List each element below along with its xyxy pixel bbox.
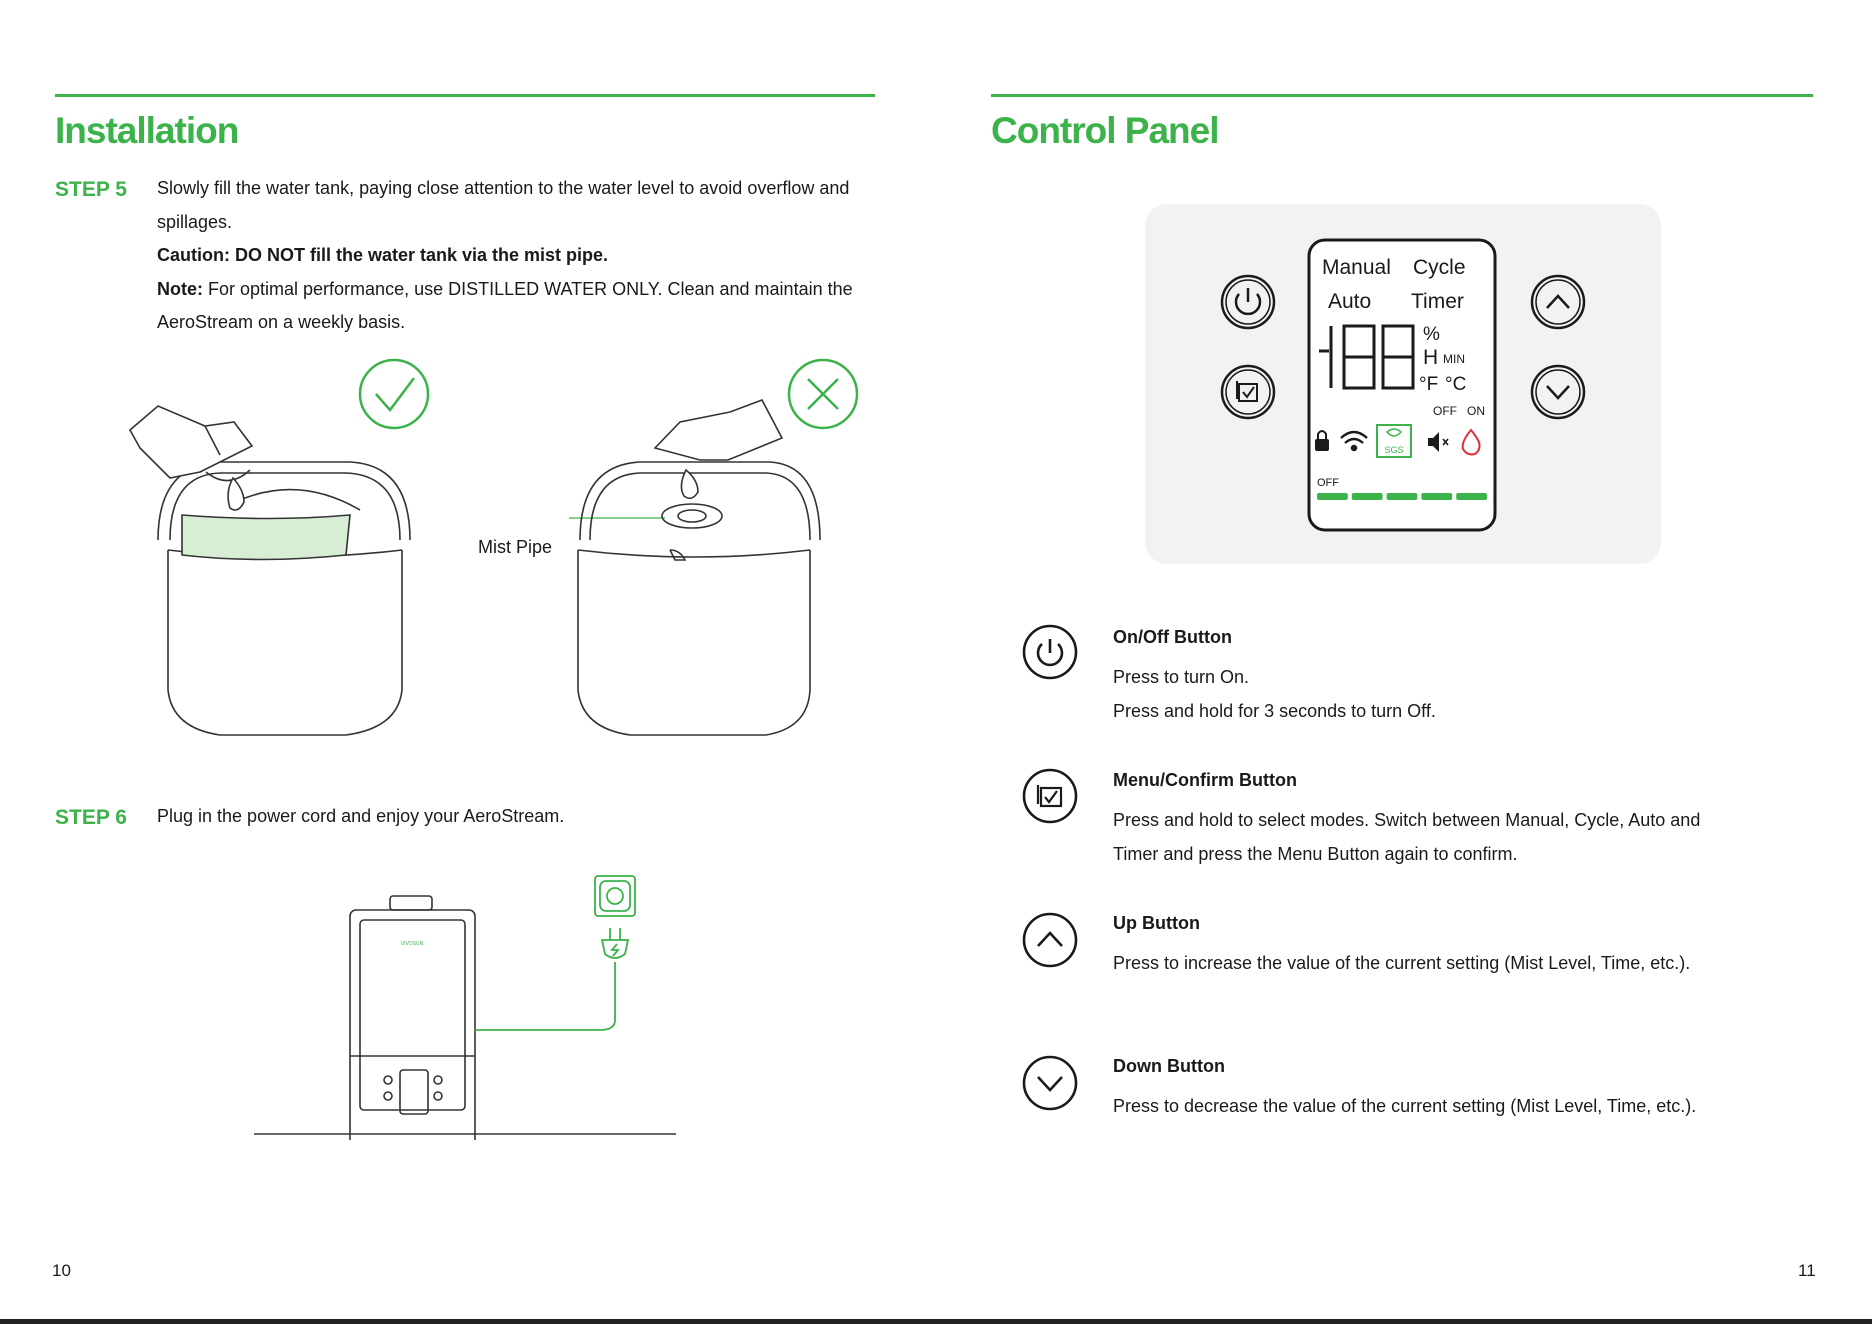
humidifier-right	[577, 399, 821, 736]
mist-level-off-label: OFF	[1317, 477, 1339, 489]
wall-socket-icon	[594, 875, 636, 917]
unit-celsius: °C	[1445, 374, 1466, 395]
menu-line2: Timer and press the Menu Button again to…	[1113, 843, 1518, 864]
chevron-down-icon	[1022, 1055, 1078, 1111]
down-desc: Press to decrease the value of the curre…	[1113, 1090, 1696, 1124]
menu-line1: Press and hold to select modes. Switch b…	[1113, 810, 1701, 830]
unit-percent: %	[1423, 324, 1440, 345]
step6-text: Plug in the power cord and enjoy your Ae…	[157, 806, 565, 826]
mist-pipe-label: Mist Pipe	[478, 537, 552, 557]
mode-auto: Auto	[1328, 290, 1371, 313]
lcd-display	[1307, 238, 1497, 532]
wrong-x-icon	[787, 358, 859, 430]
mute-icon	[1428, 432, 1449, 452]
left-page: Installation STEP 5 Slowly fill the wate…	[52, 94, 897, 1280]
mist-level-segment	[1317, 493, 1348, 500]
up-title: Up Button	[1113, 913, 1200, 933]
step5-label: STEP 5	[55, 178, 127, 201]
caution-text: Caution: DO NOT fill the water tank via …	[157, 245, 609, 265]
menu-title: Menu/Confirm Button	[1113, 770, 1297, 790]
onoff-title: On/Off Button	[1113, 627, 1232, 647]
power-icon	[1022, 624, 1078, 680]
on-label: ON	[1467, 404, 1485, 418]
down-title: Down Button	[1113, 1056, 1225, 1076]
power-button-diagram	[1220, 274, 1276, 330]
mist-level-segment	[1456, 493, 1487, 500]
mode-timer: Timer	[1411, 290, 1464, 313]
note-line1: For optimal performance, use DISTILLED W…	[203, 278, 853, 299]
sgs-eco-icon: SGS	[1376, 424, 1412, 458]
onoff-line2: Press and hold for 3 seconds to turn Off…	[1113, 700, 1436, 721]
unit-hour: H	[1423, 346, 1438, 369]
up-line1: Press to increase the value of the curre…	[1113, 953, 1691, 973]
unit-min: MIN	[1443, 352, 1465, 366]
water-drop-icon	[1461, 428, 1481, 456]
correct-check-icon	[358, 358, 430, 430]
menu-button-diagram	[1220, 364, 1276, 420]
mist-level-segment	[1421, 493, 1453, 500]
onoff-desc: Press to turn On. Press and hold for 3 s…	[1113, 661, 1436, 728]
step6-label: STEP 6	[55, 806, 127, 829]
page-number-right: 11	[1798, 1261, 1816, 1280]
power-plug-icon	[475, 928, 630, 1031]
step5-line1: Slowly fill the water tank, paying close…	[157, 178, 850, 198]
right-page: Control Panel	[936, 0, 1872, 1324]
step5-note-line2: AeroStream on a weekly basis.	[157, 312, 406, 332]
plug-in-illustration: VIVOSUN	[254, 875, 676, 1140]
down-button-diagram	[1530, 364, 1586, 420]
menu-desc: Press and hold to select modes. Switch b…	[1113, 804, 1700, 871]
mist-level-bar	[1317, 493, 1487, 500]
mode-manual: Manual	[1322, 256, 1391, 279]
note-label: Note:	[157, 278, 203, 299]
menu-confirm-icon	[1022, 768, 1078, 824]
installation-heading: Installation	[55, 110, 239, 151]
sgs-label: SGS	[1384, 445, 1403, 455]
step5-line2: spillages.	[157, 211, 233, 232]
mist-level-segment	[1386, 493, 1418, 500]
down-line1: Press to decrease the value of the curre…	[1113, 1096, 1697, 1116]
bottom-border	[0, 1319, 1872, 1324]
page-number-left: 10	[52, 1261, 71, 1280]
section-rule	[55, 94, 875, 97]
chevron-up-icon	[1022, 912, 1078, 968]
up-desc: Press to increase the value of the curre…	[1113, 947, 1690, 981]
svg-text:VIVOSUN: VIVOSUN	[401, 941, 424, 947]
mist-level-segment	[1351, 493, 1383, 500]
up-button-diagram	[1530, 274, 1586, 330]
seven-segment-digits	[1319, 324, 1415, 390]
step5-text: Slowly fill the water tank, paying close…	[157, 172, 897, 340]
section-rule	[991, 94, 1813, 97]
onoff-line1: Press to turn On.	[1113, 667, 1250, 687]
off-label: OFF	[1433, 404, 1457, 418]
lock-icon	[1315, 430, 1329, 451]
humidifier-left	[128, 405, 411, 736]
control-panel-diagram: Manual Cycle Auto Timer % H MIN °F °C OF…	[1145, 204, 1661, 564]
mode-cycle: Cycle	[1413, 256, 1466, 279]
unit-fahrenheit: °F	[1419, 374, 1438, 395]
control-panel-heading: Control Panel	[991, 110, 1220, 151]
step5-caution: Caution: DO NOT fill the water tank via …	[157, 239, 897, 273]
wifi-icon	[1340, 430, 1368, 452]
fill-illustration: Mist Pipe	[128, 358, 859, 736]
step5-note: Note: For optimal performance, use DISTI…	[157, 273, 897, 307]
humidifier-unit	[254, 895, 676, 1140]
